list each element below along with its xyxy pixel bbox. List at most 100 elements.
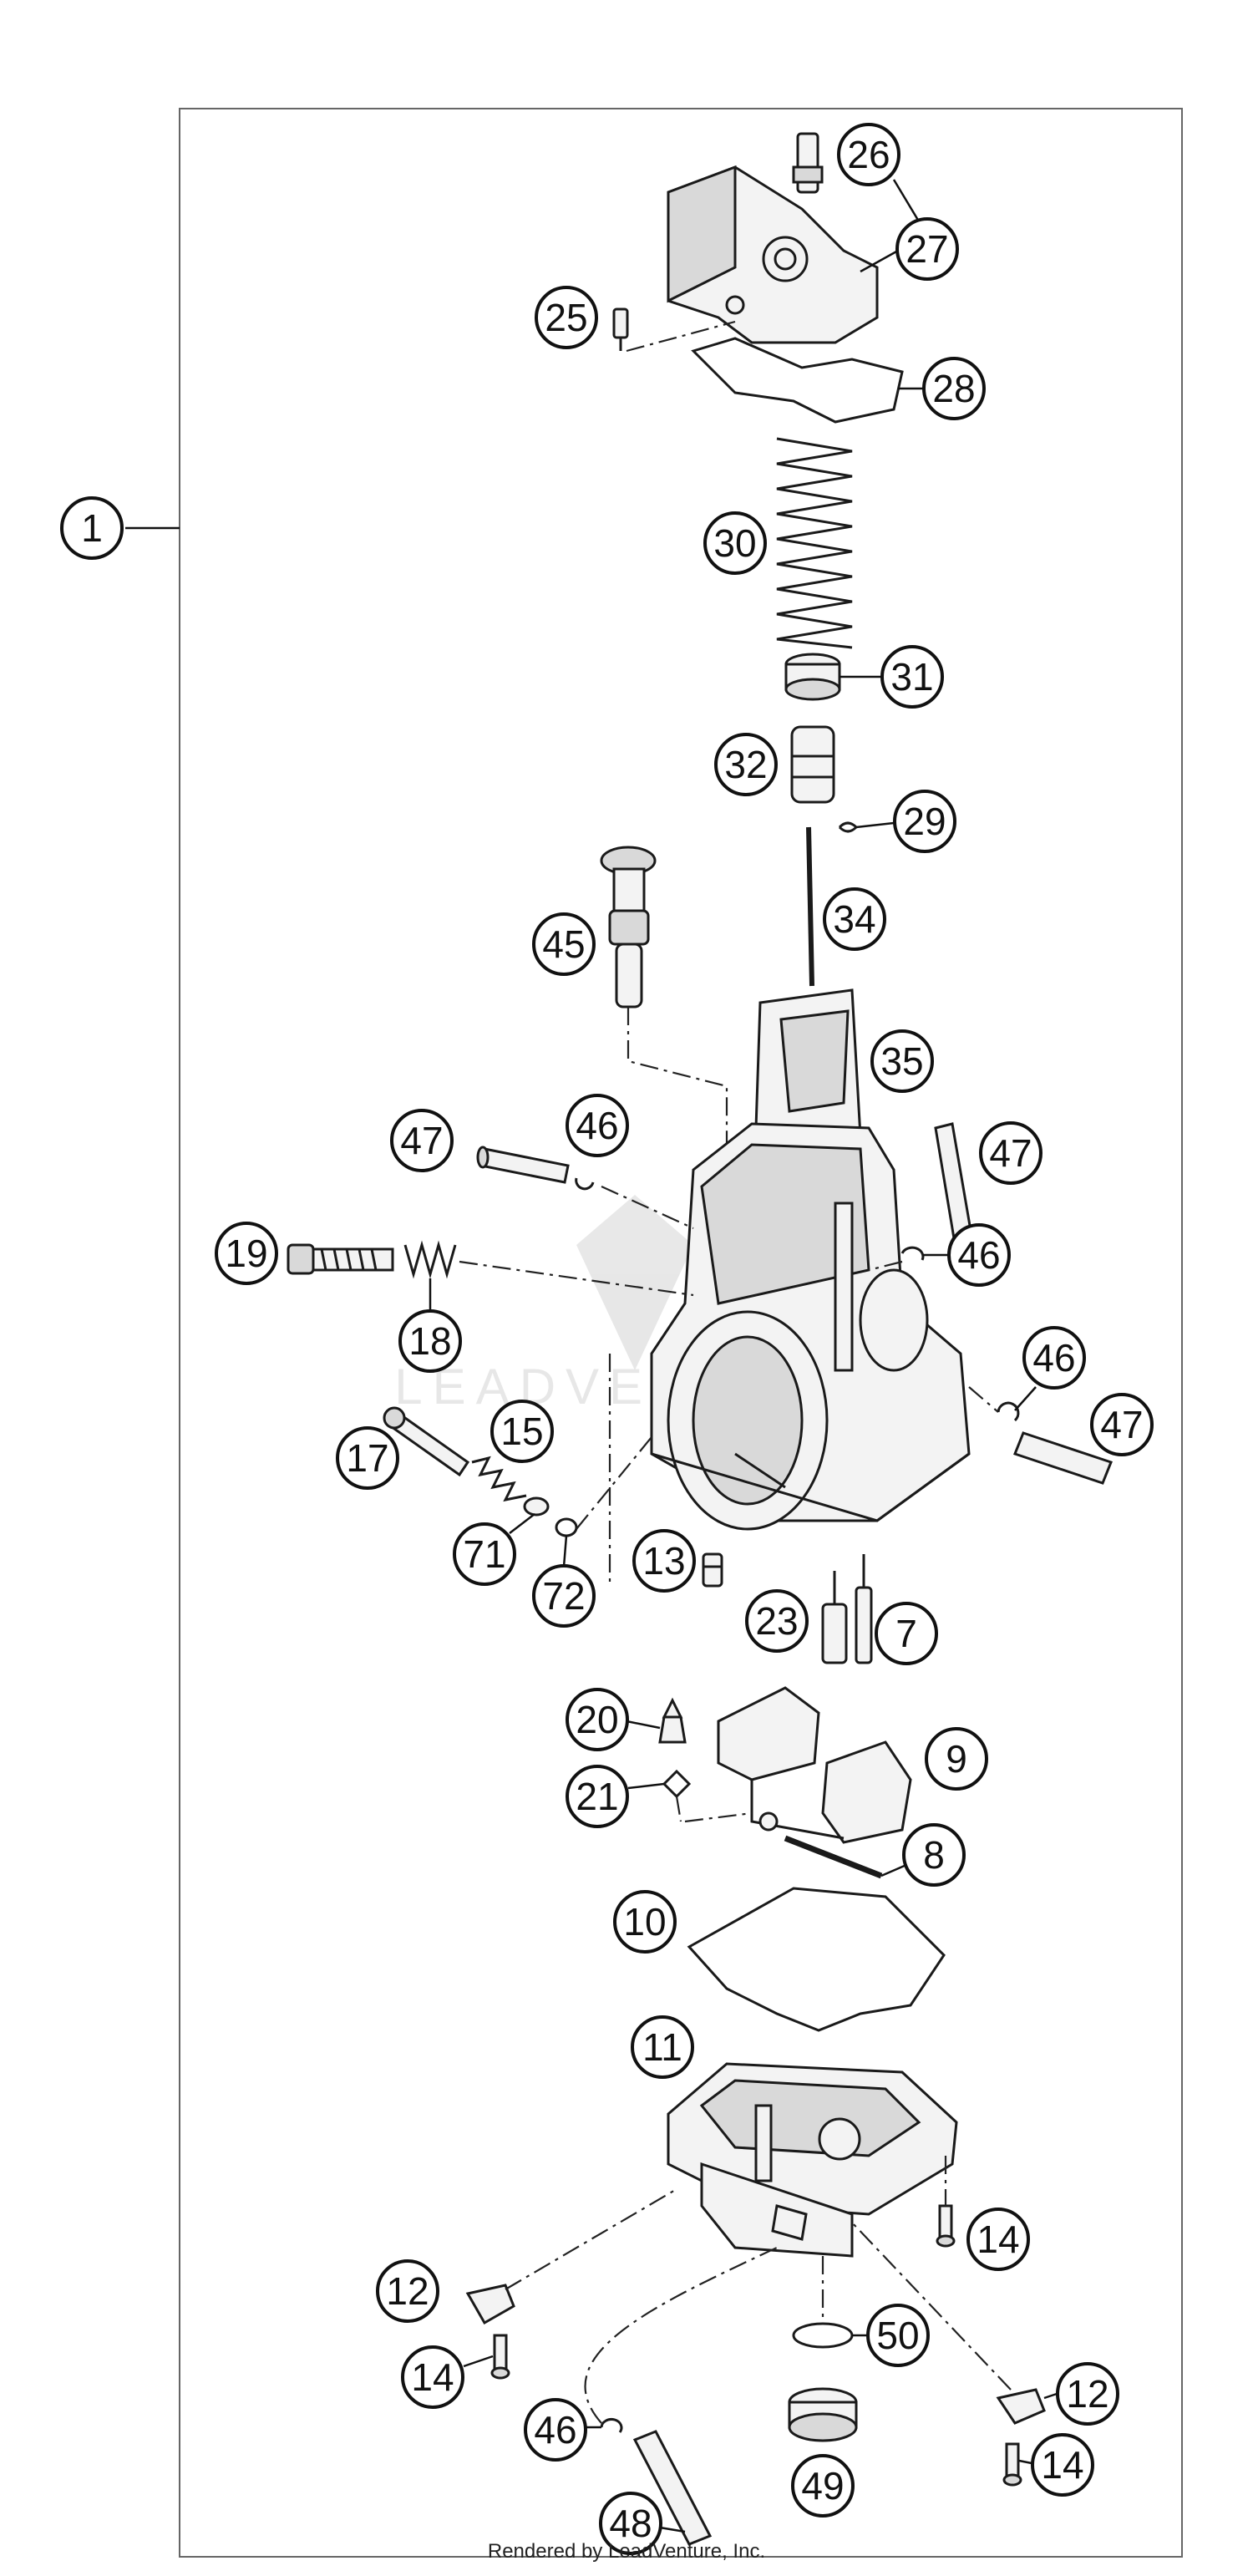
needle-holder-32 <box>790 725 835 804</box>
gasket-10 <box>687 1887 946 2032</box>
plate-12b <box>996 2388 1046 2425</box>
svg-text:7: 7 <box>895 1612 917 1655</box>
svg-text:48: 48 <box>609 2502 652 2545</box>
callout-31: 31 <box>840 645 944 709</box>
jet-23 <box>821 1571 848 1664</box>
callout-32: 32 <box>714 733 778 796</box>
carburetor-body <box>650 1122 971 1531</box>
seal-31 <box>784 653 841 701</box>
svg-text:72: 72 <box>542 1574 585 1618</box>
callout-12-left: 12 <box>376 2259 439 2323</box>
callout-10: 10 <box>613 1890 677 1954</box>
float-9 <box>717 1686 912 1844</box>
callout-50: 50 <box>852 2304 930 2367</box>
pin-47a <box>476 1146 570 1184</box>
screw-25 <box>612 307 629 351</box>
svg-text:46: 46 <box>957 1233 1000 1277</box>
callout-18: 18 <box>398 1278 462 1373</box>
svg-text:11: 11 <box>642 2025 682 2069</box>
screw-14a <box>936 2204 956 2248</box>
svg-text:28: 28 <box>932 367 975 410</box>
svg-text:13: 13 <box>642 1539 685 1583</box>
callout-46-bottom: 46 <box>524 2398 601 2462</box>
svg-text:49: 49 <box>801 2464 844 2507</box>
oring-72 <box>555 1517 578 1537</box>
callout-48: 48 <box>599 2492 686 2555</box>
svg-text:15: 15 <box>500 1410 543 1453</box>
callout-19: 19 <box>215 1222 278 1285</box>
needle-34 <box>806 826 814 987</box>
svg-text:46: 46 <box>534 2408 576 2452</box>
idle-adjuster-45 <box>600 846 657 1009</box>
clip-46c <box>997 1401 1020 1422</box>
spring-18 <box>403 1240 457 1279</box>
pin-47c <box>1013 1431 1113 1485</box>
jet-13 <box>702 1552 723 1588</box>
callout-25: 25 <box>535 286 598 349</box>
callout-46-top-left: 46 <box>566 1094 629 1157</box>
svg-text:35: 35 <box>880 1039 923 1083</box>
svg-text:14: 14 <box>977 2218 1019 2261</box>
callout-72: 72 <box>532 1535 596 1628</box>
oring-50 <box>792 2322 854 2349</box>
carb-top-cap <box>667 165 879 344</box>
svg-text:34: 34 <box>833 897 875 941</box>
svg-text:14: 14 <box>411 2355 454 2399</box>
callout-14-right: 14 <box>966 2208 1030 2271</box>
gasket-28 <box>691 337 904 424</box>
spring-15 <box>471 1456 527 1502</box>
callout-30: 30 <box>703 511 767 575</box>
svg-text:46: 46 <box>576 1104 618 1147</box>
callout-35: 35 <box>870 1029 934 1093</box>
svg-text:23: 23 <box>755 1599 798 1643</box>
callout-21: 21 <box>566 1765 665 1828</box>
svg-text:27: 27 <box>906 227 948 271</box>
fitting-26 <box>792 132 824 194</box>
callout-1: 1 <box>60 496 124 560</box>
callout-47-top-left: 47 <box>390 1109 454 1172</box>
svg-text:21: 21 <box>576 1775 618 1818</box>
callout-34: 34 <box>823 887 886 951</box>
assembly-frame <box>179 108 1183 2558</box>
svg-text:1: 1 <box>81 506 103 550</box>
svg-text:29: 29 <box>903 800 946 843</box>
washer-71 <box>523 1496 550 1517</box>
clip-21 <box>662 1769 692 1799</box>
callout-17: 17 <box>336 1426 399 1490</box>
svg-text:12: 12 <box>1066 2372 1108 2416</box>
callout-26: 26 <box>837 123 921 222</box>
svg-text:50: 50 <box>876 2314 919 2357</box>
float-bowl-11 <box>667 2062 958 2258</box>
callout-27: 27 <box>860 217 959 281</box>
clip-46b <box>900 1246 925 1261</box>
drain-plug-49 <box>788 2387 858 2442</box>
callout-11: 11 <box>631 2015 694 2079</box>
callout-20: 20 <box>566 1688 661 1751</box>
callout-23: 23 <box>745 1589 809 1653</box>
callout-8: 8 <box>880 1823 966 1887</box>
callout-47-top-right: 47 <box>979 1121 1042 1185</box>
jet-7 <box>855 1554 873 1664</box>
callout-9: 9 <box>925 1727 988 1791</box>
svg-text:45: 45 <box>542 922 585 966</box>
spring-30 <box>776 437 853 649</box>
svg-text:47: 47 <box>989 1131 1032 1175</box>
svg-text:12: 12 <box>386 2269 429 2313</box>
hose-48 <box>632 2430 713 2546</box>
svg-text:18: 18 <box>408 1319 451 1363</box>
callout-12-right: 12 <box>1043 2362 1119 2426</box>
clip-29 <box>838 821 859 833</box>
screw-14c <box>1002 2442 1022 2487</box>
clip-46a <box>575 1177 595 1191</box>
callout-71: 71 <box>453 1513 535 1586</box>
clip-46d <box>600 2418 623 2433</box>
throttle-slide-35 <box>754 988 862 1155</box>
svg-text:47: 47 <box>400 1119 443 1162</box>
callout-47-lower-right: 47 <box>1090 1393 1154 1456</box>
needle-valve-20 <box>658 1697 687 1744</box>
plate-12a <box>465 2284 515 2325</box>
svg-text:19: 19 <box>225 1232 267 1275</box>
svg-text:8: 8 <box>923 1833 945 1877</box>
svg-text:30: 30 <box>713 521 756 565</box>
